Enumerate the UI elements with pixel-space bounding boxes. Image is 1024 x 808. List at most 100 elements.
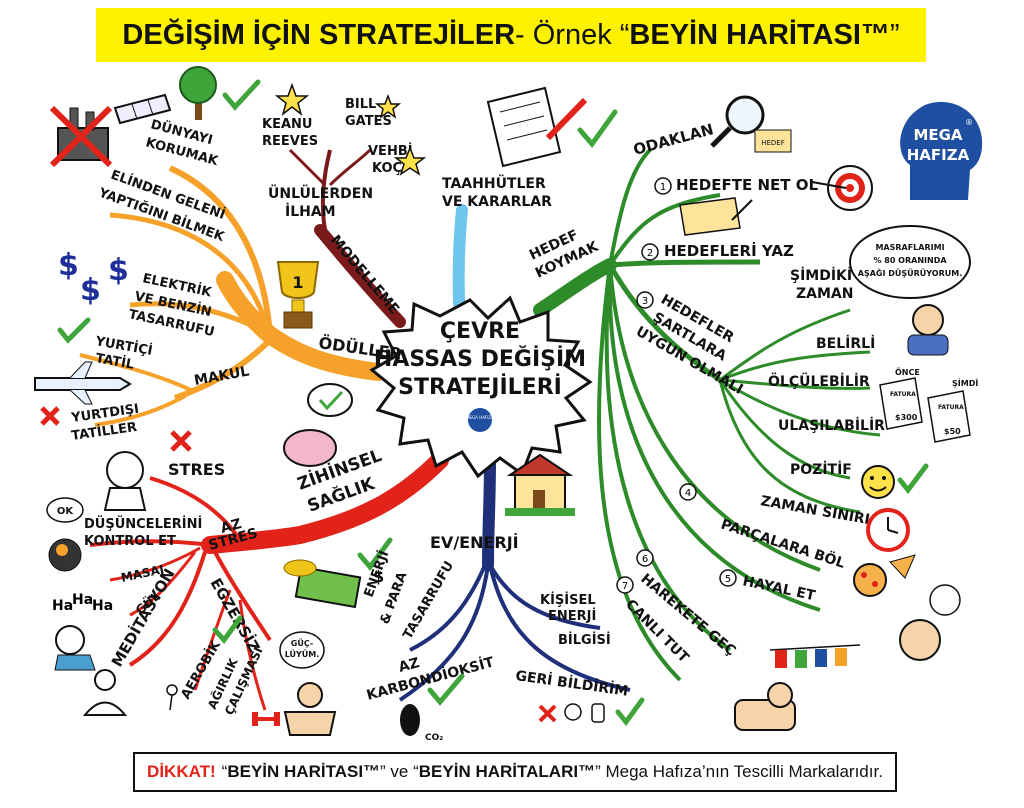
- cat-icon: [734, 682, 796, 731]
- label-simdiki-2: ZAMAN: [796, 286, 853, 302]
- footer-b2: BEYİN HARİTALARI™: [418, 762, 596, 781]
- branch-elektrik: [129, 301, 264, 333]
- receipt2-amount: $50: [944, 427, 961, 436]
- co2-label: CO₂: [425, 733, 443, 743]
- smiley-icon: [861, 465, 895, 499]
- label-belirli: BELİRLİ: [816, 335, 875, 352]
- footprint-icon: CO₂: [400, 704, 443, 743]
- center-line2: HASSAS DEĞİŞİM: [374, 346, 586, 372]
- footer-warn: DİKKAT!: [147, 762, 216, 781]
- number-1: 1: [660, 182, 666, 193]
- speech-line3: AŞAĞI DÜŞÜRÜYORUM.: [858, 267, 963, 278]
- label-yurtici-2: TATİL: [94, 350, 135, 373]
- title-brand: BEYİN HARİTASI™: [629, 18, 890, 51]
- branch-gul: [129, 551, 197, 617]
- branch-vehbi: [328, 148, 372, 187]
- center-mega-badge: MEGA HAFIZA: [466, 408, 494, 432]
- branch-egzersiz: [213, 551, 272, 642]
- branch-makul: [173, 337, 273, 401]
- branch-olculebilir: [719, 378, 871, 390]
- title-banner: DEĞİŞİM İÇİN STRATEJİLER - Örnek “ BEYİN…: [96, 8, 926, 62]
- checklist-icon: [486, 86, 588, 168]
- laughing-person-icon: [54, 625, 96, 671]
- thought-bubble: [307, 383, 353, 417]
- number-5: 5: [725, 574, 731, 585]
- branch-taahhutler: [452, 204, 468, 324]
- branch-zihinsel: [201, 451, 449, 554]
- footer-t3: ” Mega Hafıza’nın Tescilli Markalarıdır.: [595, 762, 883, 781]
- haha-1: Ha: [52, 598, 73, 614]
- branch-net: [608, 193, 721, 267]
- number-2: 2: [647, 248, 653, 259]
- label-keanu-2: REEVES: [262, 134, 318, 149]
- label-dusunce-2: KONTROL ET: [84, 534, 176, 549]
- dreaming-person-icon: [899, 584, 961, 661]
- footer-t2: ” ve “: [380, 762, 419, 781]
- label-ev-enerji: EV/ENERJİ: [430, 533, 519, 552]
- label-kisisel-3: BİLGİSİ: [558, 632, 611, 648]
- logo-line2: HAFIZA: [907, 146, 970, 164]
- speech-line1: MASRAFLARIMI: [875, 243, 944, 252]
- branch-hayal: [607, 264, 821, 612]
- clock-icon: [866, 508, 910, 552]
- target-icon: [811, 165, 873, 211]
- branch-karbon: [398, 564, 490, 702]
- label-parcalara: PARÇALARA BÖL: [719, 515, 848, 572]
- title-main: DEĞİŞİM İÇİN STRATEJİLER: [122, 18, 516, 51]
- label-bill-1: BILL: [345, 97, 376, 112]
- guclu-2: LÜYÜM.: [285, 649, 320, 659]
- ok-text: OK: [57, 506, 75, 517]
- airplane-icon: [34, 361, 132, 405]
- person-icon: [907, 304, 949, 356]
- guclu-1: GÜÇ-: [291, 638, 313, 648]
- mega-hafiza-logo: MEGA ® HAFIZA: [900, 101, 983, 200]
- branch-simdiki: [719, 308, 851, 382]
- logo-line1: MEGA: [913, 126, 962, 144]
- label-karbon-2: KARBONDİOKSİT: [365, 653, 497, 703]
- magnifier-icon: HEDEF: [710, 95, 792, 153]
- tree-icon: [179, 66, 217, 120]
- speech-line2: % 80 ORANINDA: [873, 256, 947, 265]
- center-badge-text: MEGA HAFIZA: [466, 415, 494, 420]
- branch-harekete: [604, 264, 732, 652]
- check-icon: [897, 463, 929, 495]
- label-simdiki-1: ŞİMDİKİ: [790, 267, 852, 284]
- check-icon: [222, 79, 261, 111]
- check-icon: [427, 673, 465, 706]
- branch-yurtdisi: [94, 394, 186, 427]
- solar-panel-icon: [113, 93, 172, 125]
- branch-geri: [488, 564, 631, 692]
- branch-tasarruf: [409, 564, 487, 652]
- branch-kisisel: [488, 564, 601, 630]
- number-badge-5: [719, 569, 737, 587]
- label-vehbi-2: KOÇ: [372, 161, 402, 176]
- label-karbon-1: AZ: [397, 655, 421, 676]
- branch-pozitif: [718, 379, 851, 480]
- label-hedefleri-yaz: HEDEFLERİ YAZ: [664, 241, 794, 260]
- ok-bubble: OK: [46, 497, 84, 523]
- label-hayal-et: HAYAL ET: [741, 573, 817, 604]
- magnifier-tag: HEDEF: [761, 139, 785, 147]
- label-odaklan: ODAKLAN: [631, 120, 715, 159]
- note-icon: [679, 197, 753, 236]
- branch-ev: [482, 454, 496, 571]
- star-icon: [393, 145, 427, 176]
- house-icon: [505, 453, 575, 516]
- branch-agirlik: [238, 599, 267, 711]
- branch-parcalara: [608, 264, 821, 572]
- label-keanu-1: KEANU: [262, 117, 312, 132]
- strongman-icon: [283, 682, 337, 736]
- branch-modelleme: [314, 224, 406, 328]
- check-icon: [615, 697, 645, 727]
- x-mark-icon: [170, 430, 192, 452]
- label-makul: MAKUL: [193, 364, 251, 389]
- branch-dusunce: [89, 539, 211, 547]
- dollar-signs-icon: $ $ $: [58, 248, 129, 308]
- brain-icon: [283, 429, 337, 467]
- label-kisisel-1: KİŞİSEL: [540, 592, 596, 608]
- svg-text:$: $: [58, 248, 79, 283]
- runner-icon: [166, 684, 178, 711]
- head-silhouette-icon: [48, 538, 82, 572]
- number-badge-1: [654, 177, 672, 195]
